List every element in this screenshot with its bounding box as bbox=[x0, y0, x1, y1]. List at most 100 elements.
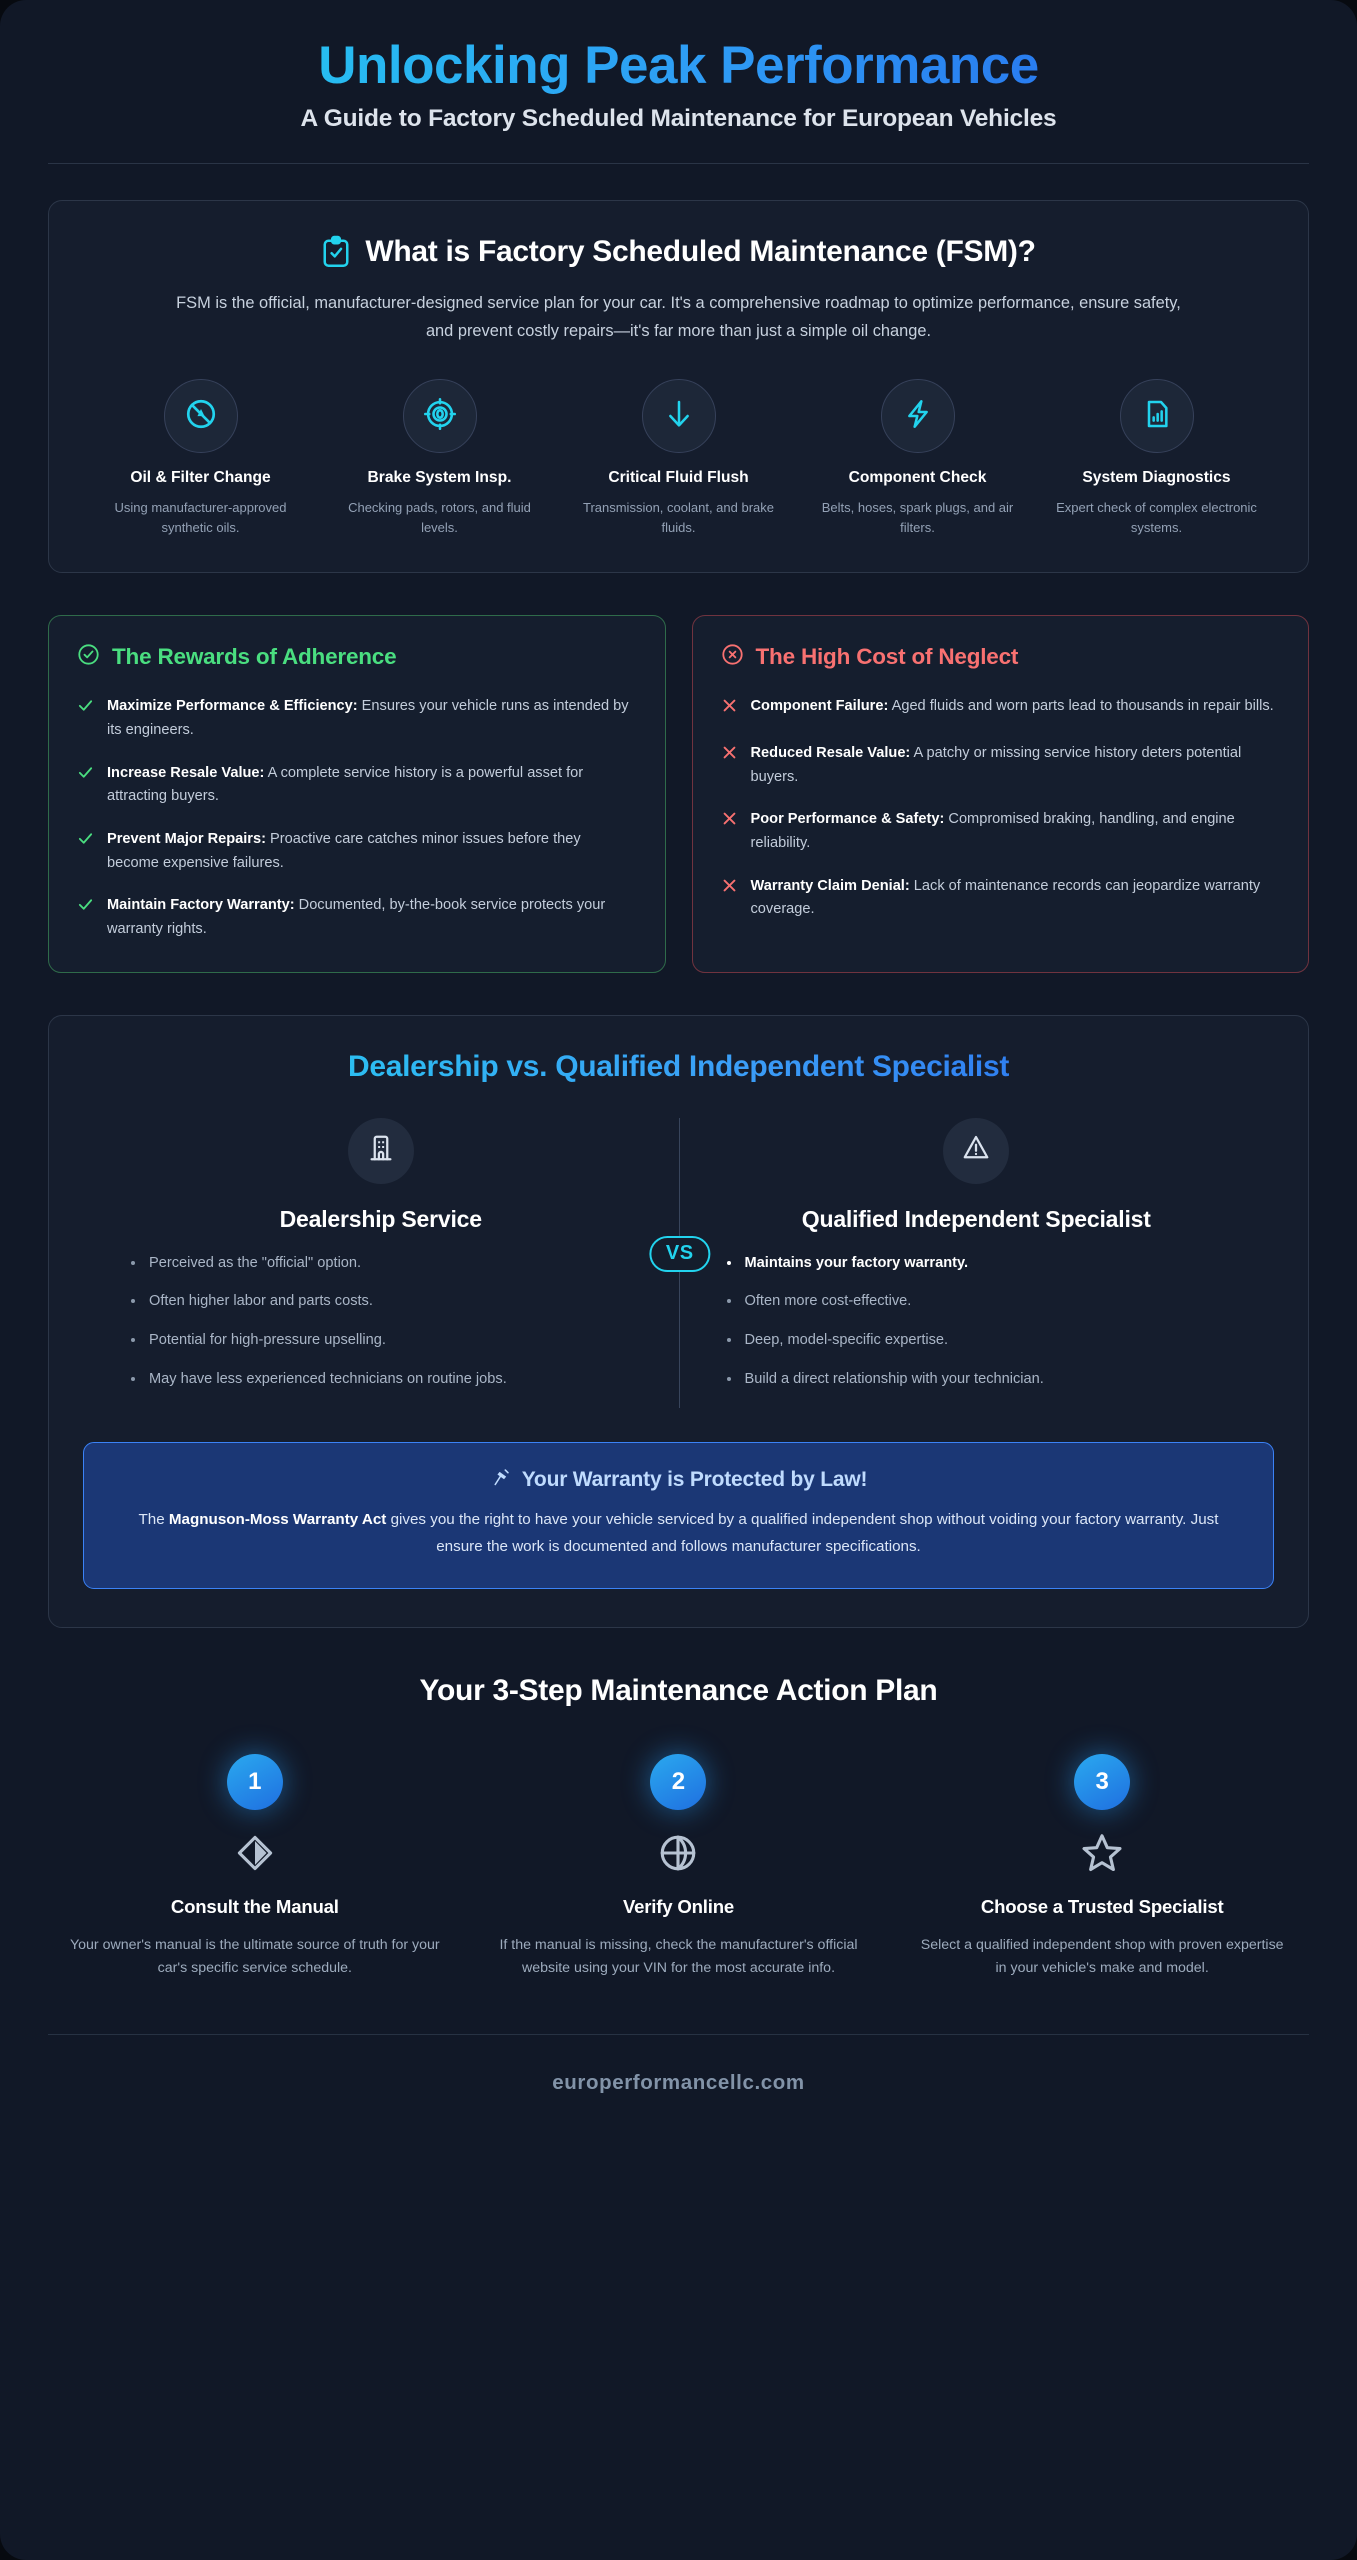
x-icon bbox=[721, 744, 738, 789]
list-item: Often more cost-effective. bbox=[723, 1291, 1245, 1313]
page-title: Unlocking Peak Performance bbox=[48, 34, 1309, 99]
versus-badge: VS bbox=[648, 1235, 711, 1272]
neglect-list: Component Failure: Aged fluids and worn … bbox=[721, 695, 1281, 921]
item-text: Lack of maintenance records can jeopardi… bbox=[750, 877, 1261, 918]
list-item: May have less experienced technicians on… bbox=[127, 1369, 649, 1391]
page-subtitle: A Guide to Factory Scheduled Maintenance… bbox=[300, 104, 1057, 132]
x-icon bbox=[721, 697, 738, 723]
warranty-law-box: Your Warranty is Protected by Law! The M… bbox=[83, 1442, 1274, 1590]
list-item: Potential for high-pressure upselling. bbox=[127, 1330, 649, 1352]
step-desc: If the manual is missing, check the manu… bbox=[499, 1937, 858, 1976]
step-title: Verify Online bbox=[622, 1896, 735, 1918]
icon-circle bbox=[943, 1117, 1010, 1184]
item-text: Compromised braking, handling, and engin… bbox=[750, 811, 1235, 851]
rewards-list: Maximize Performance & Efficiency: Ensur… bbox=[77, 695, 637, 941]
action-plan-title: Your 3-Step Maintenance Action Plan bbox=[419, 1674, 938, 1708]
icon-circle bbox=[880, 379, 955, 454]
action-plan-section: Your 3-Step Maintenance Action Plan 1 Co… bbox=[48, 1674, 1309, 1979]
globe-icon bbox=[492, 1830, 866, 1876]
footer-website[interactable]: europerformancellc.com bbox=[552, 2070, 805, 2094]
icon-circle bbox=[163, 379, 238, 454]
fsm-item-title: Component Check bbox=[848, 469, 987, 487]
x-icon bbox=[721, 810, 738, 855]
icon-circle bbox=[347, 1117, 414, 1184]
warranty-law-heading: Your Warranty is Protected by Law! bbox=[521, 1468, 868, 1492]
fsm-item-title: System Diagnostics bbox=[1082, 469, 1231, 487]
item-text: Documented, by-the-book service protects… bbox=[107, 897, 606, 937]
item-text: Proactive care catches minor issues befo… bbox=[107, 830, 581, 871]
item-label: Prevent Major Repairs: bbox=[107, 830, 266, 847]
step-number-badge: 1 bbox=[226, 1754, 283, 1811]
item-text: Ensures your vehicle runs as intended by… bbox=[107, 698, 629, 739]
fsm-item: Brake System Insp. Checking pads, rotors… bbox=[322, 379, 557, 538]
pros-cons-row: The Rewards of Adherence Maximize Perfor… bbox=[48, 615, 1309, 973]
check-icon bbox=[77, 896, 94, 941]
warranty-law-header: Your Warranty is Protected by Law! bbox=[128, 1467, 1229, 1493]
neglect-title: The High Cost of Neglect bbox=[755, 644, 1019, 670]
item-label: Maximize Performance & Efficiency: bbox=[107, 698, 358, 715]
check-icon bbox=[77, 697, 94, 742]
footer-divider bbox=[48, 2033, 1309, 2035]
step-item: 2 Verify Online If the manual is missing… bbox=[472, 1754, 886, 1979]
fsm-item-desc: Using manufacturer-approved synthetic oi… bbox=[114, 500, 287, 536]
fsm-description: FSM is the official, manufacturer-design… bbox=[176, 293, 1181, 340]
fsm-card: What is Factory Scheduled Maintenance (F… bbox=[48, 199, 1309, 574]
specialist-column: Qualified Independent Specialist Maintai… bbox=[679, 1117, 1275, 1409]
versus-body: VS Dealership bbox=[83, 1117, 1275, 1409]
dealership-list: Perceived as the "official" option. Ofte… bbox=[113, 1253, 649, 1392]
lightning-bolt-icon bbox=[902, 398, 934, 435]
item-label: Warranty Claim Denial: bbox=[750, 877, 910, 894]
neglect-header: The High Cost of Neglect bbox=[721, 643, 1281, 671]
list-item: Component Failure: Aged fluids and worn … bbox=[721, 695, 1281, 723]
fsm-item: Component Check Belts, hoses, spark plug… bbox=[800, 379, 1035, 538]
step-title: Choose a Trusted Specialist bbox=[980, 1896, 1224, 1918]
x-circle-icon bbox=[721, 643, 744, 671]
rewards-card: The Rewards of Adherence Maximize Perfor… bbox=[48, 615, 666, 973]
arrow-down-icon bbox=[663, 398, 695, 435]
warning-triangle-icon bbox=[961, 1133, 991, 1168]
step-item: 1 Consult the Manual Your owner's manual… bbox=[48, 1754, 462, 1979]
versus-card: Dealership vs. Qualified Independent Spe… bbox=[48, 1014, 1309, 1629]
brake-disc-icon bbox=[423, 397, 457, 436]
law-act-name: Magnuson-Moss Warranty Act bbox=[168, 1511, 387, 1529]
step-desc: Your owner's manual is the ultimate sour… bbox=[69, 1937, 440, 1976]
item-text: A patchy or missing service history dete… bbox=[750, 745, 1242, 785]
rewards-title: The Rewards of Adherence bbox=[112, 644, 397, 670]
versus-title: Dealership vs. Qualified Independent Spe… bbox=[83, 1050, 1274, 1084]
check-icon bbox=[77, 764, 94, 809]
fsm-item-desc: Checking pads, rotors, and fluid levels. bbox=[348, 500, 531, 536]
fsm-header: What is Factory Scheduled Maintenance (F… bbox=[83, 235, 1274, 269]
step-title: Consult the Manual bbox=[170, 1896, 339, 1918]
rewards-header: The Rewards of Adherence bbox=[77, 643, 637, 671]
dealership-title: Dealership Service bbox=[279, 1205, 482, 1232]
fsm-item: Critical Fluid Flush Transmission, coola… bbox=[561, 379, 796, 538]
list-item: Poor Performance & Safety: Compromised b… bbox=[721, 808, 1281, 855]
fsm-item-desc: Expert check of complex electronic syste… bbox=[1056, 500, 1257, 536]
fsm-item: Oil & Filter Change Using manufacturer-a… bbox=[83, 379, 318, 538]
fsm-item-title: Brake System Insp. bbox=[367, 469, 512, 487]
list-item: Maintains your factory warranty. bbox=[723, 1253, 1245, 1275]
fsm-heading: What is Factory Scheduled Maintenance (F… bbox=[365, 234, 1036, 268]
specialist-title: Qualified Independent Specialist bbox=[801, 1205, 1151, 1232]
icon-circle bbox=[402, 379, 477, 454]
list-item: Build a direct relationship with your te… bbox=[723, 1369, 1245, 1391]
x-icon bbox=[721, 877, 738, 922]
item-label: Poor Performance & Safety: bbox=[750, 811, 945, 828]
building-icon bbox=[366, 1133, 396, 1168]
book-diamond-icon bbox=[68, 1830, 442, 1876]
list-item: Often higher labor and parts costs. bbox=[127, 1291, 649, 1313]
fsm-item-desc: Transmission, coolant, and brake fluids. bbox=[582, 500, 774, 536]
list-item: Deep, model-specific expertise. bbox=[723, 1330, 1245, 1352]
item-label: Component Failure: bbox=[750, 698, 889, 715]
item-text: A complete service history is a powerful… bbox=[107, 764, 584, 805]
list-item: Maintain Factory Warranty: Documented, b… bbox=[77, 894, 637, 941]
page-header: Unlocking Peak Performance A Guide to Fa… bbox=[48, 0, 1309, 164]
step-desc: Select a qualified independent shop with… bbox=[920, 1937, 1284, 1976]
fsm-item: System Diagnostics Expert check of compl… bbox=[1039, 379, 1274, 538]
fsm-item-title: Critical Fluid Flush bbox=[608, 469, 749, 487]
warranty-law-text: The Magnuson-Moss Warranty Act gives you… bbox=[128, 1506, 1229, 1560]
list-item: Maximize Performance & Efficiency: Ensur… bbox=[77, 695, 637, 742]
item-label: Maintain Factory Warranty: bbox=[107, 897, 295, 914]
fsm-items-grid: Oil & Filter Change Using manufacturer-a… bbox=[83, 379, 1274, 538]
